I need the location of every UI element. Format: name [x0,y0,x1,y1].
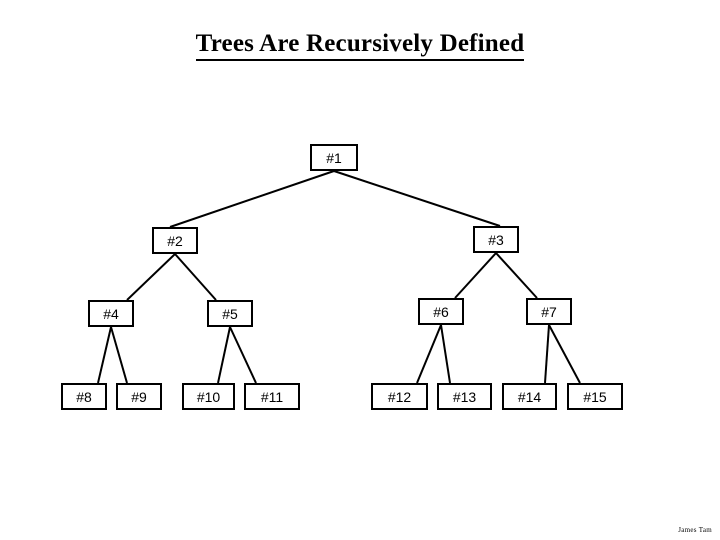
tree-edge [548,324,581,384]
footer-credit: James Tam [678,526,712,534]
tree-edge [217,326,231,384]
tree-edge [174,253,217,301]
tree-node-2: #2 [152,227,198,254]
tree-edge [97,326,112,384]
tree-node-label: #1 [326,149,342,166]
tree-edge [416,324,442,384]
tree-edge [229,326,257,384]
tree-node-label: #13 [452,388,477,405]
tree-edge [126,253,176,301]
tree-node-label: #8 [76,388,92,405]
tree-node-label: #15 [583,388,607,405]
tree-node-label: #4 [103,305,119,322]
tree-node-7: #7 [526,298,572,325]
tree-node-12: #12 [371,383,428,410]
page-title-text: Trees Are Recursively Defined [195,30,525,61]
tree-edge [495,252,538,299]
tree-node-3: #3 [473,226,519,253]
tree-node-label: #2 [167,232,183,249]
tree-node-label: #14 [517,388,542,405]
tree-node-13: #13 [437,383,492,410]
tree-edge [440,324,451,384]
tree-node-label: #12 [387,388,412,405]
tree-node-label: #11 [260,388,284,405]
tree-node-label: #10 [196,388,221,405]
tree-edge [169,170,335,228]
tree-node-15: #15 [567,383,623,410]
tree-node-10: #10 [182,383,235,410]
tree-edge [333,170,501,227]
tree-node-label: #6 [433,303,449,320]
tree-node-9: #9 [116,383,162,410]
tree-node-label: #5 [222,305,238,322]
tree-node-4: #4 [88,300,134,327]
tree-node-1: #1 [310,144,358,171]
tree-node-11: #11 [244,383,300,410]
tree-edge [110,326,128,384]
tree-node-label: #3 [488,231,504,248]
tree-node-label: #7 [541,303,557,320]
tree-node-label: #9 [131,388,147,405]
tree-node-5: #5 [207,300,253,327]
tree-node-6: #6 [418,298,464,325]
tree-node-8: #8 [61,383,107,410]
tree-node-14: #14 [502,383,557,410]
tree-edge [544,324,550,384]
tree-edge [454,252,497,299]
page-title: Trees Are Recursively Defined [0,30,720,61]
